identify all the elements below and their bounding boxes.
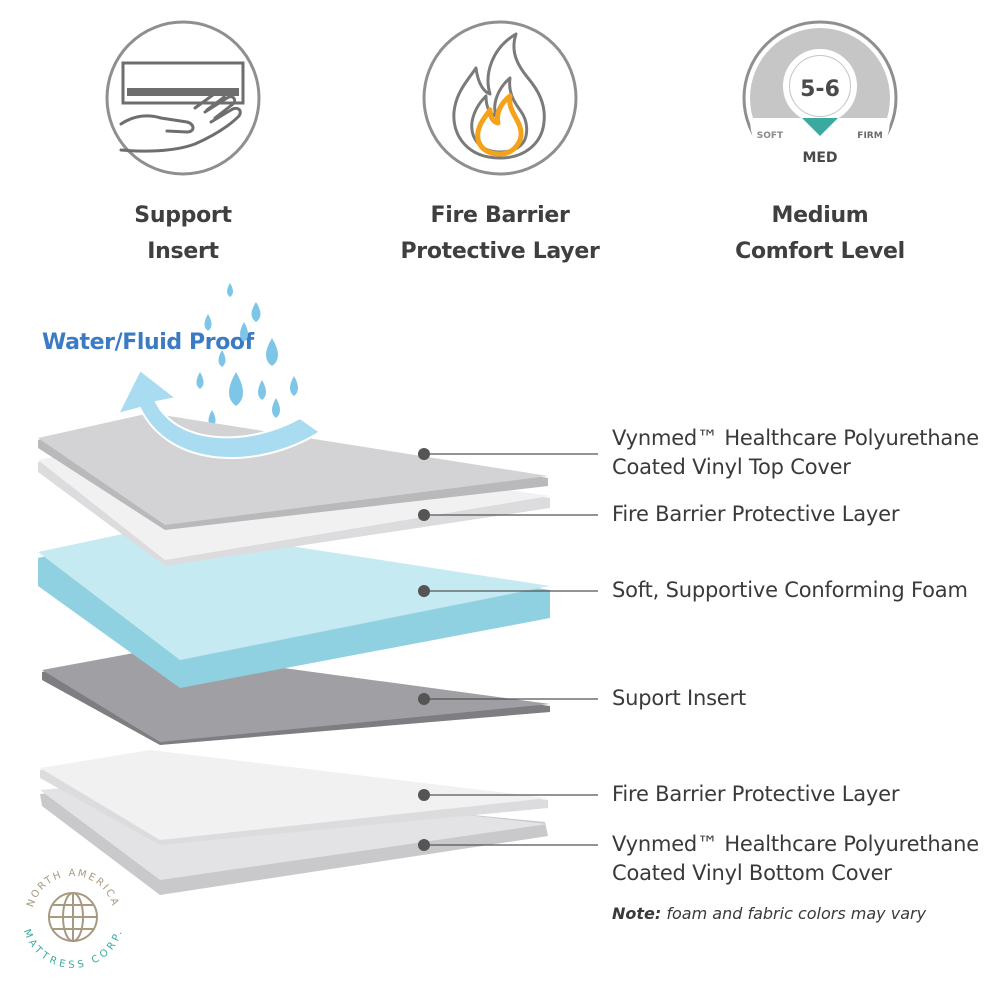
feature-label-support-insert: Support Insert bbox=[63, 198, 303, 270]
layer-top-cover bbox=[38, 413, 548, 525]
water-repel-arrow-icon bbox=[116, 368, 322, 460]
water-fluid-proof-label: Water/Fluid Proof bbox=[42, 330, 254, 355]
colors-note: Note: foam and fabric colors may vary bbox=[612, 904, 926, 923]
callout-dot-4 bbox=[418, 693, 430, 705]
feature-line1: Support bbox=[134, 203, 232, 228]
support-insert-feature-icon bbox=[103, 18, 263, 178]
callout-line1: Vynmed™ Healthcare Polyurethane bbox=[612, 832, 979, 856]
globe-icon bbox=[48, 892, 98, 942]
feature-label-fire-barrier: Fire Barrier Protective Layer bbox=[380, 198, 620, 270]
callout-fire-barrier-top: Fire Barrier Protective Layer bbox=[612, 500, 899, 529]
comfort-level-feature-icon: 5-6 SOFT FIRM MED bbox=[740, 18, 900, 178]
mattress-layers-diagram bbox=[38, 283, 598, 895]
callout-line1: Fire Barrier Protective Layer bbox=[612, 502, 900, 526]
callout-support-insert: Suport Insert bbox=[612, 684, 746, 713]
callout-line1: Suport Insert bbox=[612, 686, 746, 710]
feature-label-comfort-level: Medium Comfort Level bbox=[700, 198, 940, 270]
callout-bottom-cover: Vynmed™ Healthcare Polyurethane Coated V… bbox=[612, 830, 979, 888]
callout-foam: Soft, Supportive Conforming Foam bbox=[612, 576, 968, 605]
comfort-firm-text: FIRM bbox=[857, 131, 882, 141]
comfort-dial-icon: 5-6 SOFT FIRM MED bbox=[742, 20, 898, 178]
callout-line1: Vynmed™ Healthcare Polyurethane bbox=[612, 426, 979, 450]
note-text: foam and fabric colors may vary bbox=[666, 904, 927, 923]
flame-icon bbox=[422, 20, 578, 176]
callout-line2: Coated Vinyl Bottom Cover bbox=[612, 861, 892, 885]
water-drops-icon bbox=[196, 283, 298, 427]
callout-line1: Soft, Supportive Conforming Foam bbox=[612, 578, 968, 602]
callout-dot-5 bbox=[418, 789, 430, 801]
feature-line1: Fire Barrier bbox=[430, 203, 570, 228]
layer-fire-barrier-bottom-top bbox=[40, 750, 548, 840]
callout-dot-3 bbox=[418, 585, 430, 597]
feature-line2: Comfort Level bbox=[735, 239, 905, 264]
feature-line2: Insert bbox=[147, 239, 219, 264]
feature-line1: Medium bbox=[771, 203, 869, 228]
callout-fire-barrier-bottom: Fire Barrier Protective Layer bbox=[612, 780, 899, 809]
callout-dot-2 bbox=[418, 509, 430, 521]
callout-top-cover: Vynmed™ Healthcare Polyurethane Coated V… bbox=[612, 424, 979, 482]
hand-support-icon bbox=[105, 20, 261, 176]
callout-dot-1 bbox=[418, 448, 430, 460]
fire-barrier-feature-icon bbox=[420, 18, 580, 178]
callout-dot-6 bbox=[418, 839, 430, 851]
callout-line2: Coated Vinyl Top Cover bbox=[612, 455, 851, 479]
north-america-mattress-logo: NORTH AMERICA MATTRESS CORP. bbox=[21, 868, 123, 971]
feature-line2: Protective Layer bbox=[400, 239, 600, 264]
comfort-level-text: MED bbox=[802, 150, 837, 166]
comfort-soft-text: SOFT bbox=[757, 131, 784, 141]
note-label: Note: bbox=[612, 904, 662, 923]
callout-line1: Fire Barrier Protective Layer bbox=[612, 782, 900, 806]
comfort-range-text: 5-6 bbox=[800, 77, 840, 102]
